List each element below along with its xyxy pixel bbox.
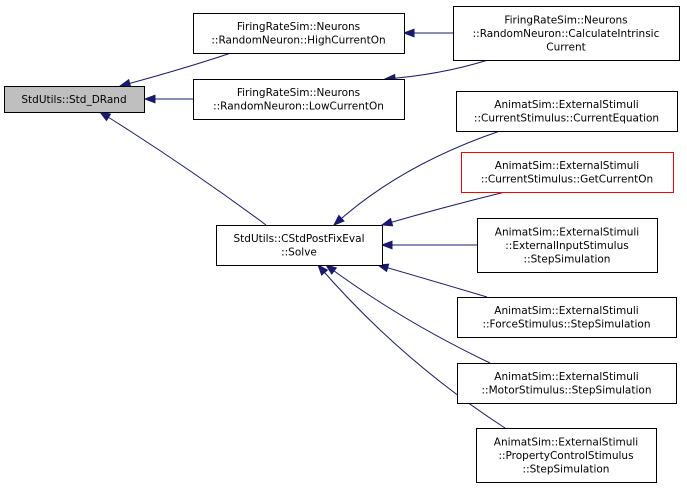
node-externalinput[interactable]: AnimatSim::ExternalStimuli::ExternalInpu…: [477, 218, 658, 273]
edge-motorstimulus-to-solve: [324, 264, 491, 364]
node-lowcurrenton[interactable]: FiringRateSim::Neurons::RandomNeuron::Lo…: [193, 79, 405, 120]
edge-line: [377, 264, 488, 298]
node-box: [457, 297, 677, 338]
node-label-line: ::PropertyControlStimulus: [498, 450, 633, 462]
arrowhead: [380, 217, 394, 227]
node-label-line: ::Solve: [281, 247, 317, 259]
node-label-line: AnimatSim::ExternalStimuli: [494, 305, 638, 317]
node-std_drand[interactable]: StdUtils::Std_DRand: [4, 86, 145, 113]
node-label-line: FiringRateSim::Neurons: [504, 14, 627, 26]
node-box: [193, 13, 405, 54]
node-box: [456, 91, 678, 132]
edge-propertycontrol-to-solve: [317, 263, 506, 429]
node-label-line: ::ExternalInputStimulus: [505, 240, 628, 252]
node-label-line: AnimatSim::ExternalStimuli: [495, 226, 639, 238]
node-box: [4, 86, 145, 113]
edge-getcurrenton-to-solve: [380, 191, 506, 227]
node-label-line: StdUtils::Std_DRand: [21, 94, 126, 106]
arrowhead: [402, 28, 415, 38]
edge-line: [333, 130, 501, 226]
node-motorstimulus[interactable]: AnimatSim::ExternalStimuli::MotorStimulu…: [457, 363, 677, 404]
node-calcintrinsic[interactable]: FiringRateSim::Neurons::RandomNeuron::Ca…: [453, 6, 680, 61]
node-currentequation[interactable]: AnimatSim::ExternalStimuli::CurrentStimu…: [456, 91, 678, 132]
node-box: [457, 363, 677, 404]
node-label-line: Current: [546, 41, 585, 53]
arrowhead: [380, 240, 393, 250]
arrowhead: [118, 78, 132, 88]
edge-line: [119, 52, 232, 87]
node-label-line: ::RandomNeuron::HighCurrentOn: [211, 35, 385, 47]
node-label-line: AnimatSim::ExternalStimuli: [494, 436, 638, 448]
edge-calcintrinsic-to-lowcurrenton: [383, 59, 489, 83]
nodes-layer: StdUtils::Std_DRand FiringRateSim::Neuron…: [4, 6, 680, 483]
node-label-line: ::RandomNeuron::LowCurrentOn: [213, 101, 384, 113]
edges-layer: [98, 28, 506, 429]
arrowhead: [143, 94, 156, 104]
node-label-line: FiringRateSim::Neurons: [237, 21, 360, 33]
node-label-line: ::RandomNeuron::CalculateIntrinsic: [473, 28, 660, 40]
node-label-line: StdUtils::CStdPostFixEval: [234, 233, 365, 245]
node-box: [216, 225, 383, 266]
node-label-line: AnimatSim::ExternalStimuli: [494, 371, 638, 383]
node-label-line: ::ForceStimulus::StepSimulation: [482, 319, 650, 331]
node-box: [477, 218, 658, 273]
arrowhead: [98, 111, 112, 122]
edge-solve-to-std_drand: [98, 111, 267, 226]
node-solve[interactable]: StdUtils::CStdPostFixEval::Solve: [216, 225, 383, 266]
arrowhead: [324, 264, 338, 275]
node-highcurrenton[interactable]: FiringRateSim::Neurons::RandomNeuron::Hi…: [193, 13, 405, 54]
edge-lowcurrenton-to-std_drand: [143, 94, 193, 104]
node-getcurrenton[interactable]: AnimatSim::ExternalStimuli::CurrentStimu…: [461, 152, 674, 193]
arrowhead: [332, 214, 345, 226]
edge-calcintrinsic-to-highcurrenton: [402, 28, 453, 38]
node-label-line: ::StepSimulation: [524, 253, 611, 265]
node-label-line: AnimatSim::ExternalStimuli: [494, 99, 638, 111]
node-box: [193, 79, 405, 120]
edge-line: [384, 59, 489, 80]
edge-forcestimulus-to-solve: [376, 263, 488, 298]
node-label-line: FiringRateSim::Neurons: [237, 87, 360, 99]
edge-line: [99, 111, 267, 226]
edge-line: [381, 191, 506, 226]
node-box: [453, 6, 680, 61]
node-forcestimulus[interactable]: AnimatSim::ExternalStimuli::ForceStimulu…: [457, 297, 677, 338]
node-box: [461, 152, 674, 193]
node-propertycontrol[interactable]: AnimatSim::ExternalStimuli::PropertyCont…: [476, 428, 657, 483]
node-label-line: ::CurrentStimulus::CurrentEquation: [474, 113, 659, 125]
edge-currentequation-to-solve: [332, 130, 501, 226]
edge-externalinput-to-solve: [380, 240, 477, 250]
node-label-line: AnimatSim::ExternalStimuli: [495, 160, 639, 172]
node-box: [476, 428, 657, 483]
edge-line: [317, 264, 506, 429]
node-label-line: ::MotorStimulus::StepSimulation: [482, 385, 652, 397]
arrowhead: [317, 263, 329, 276]
node-label-line: ::StepSimulation: [523, 463, 610, 475]
edge-line: [325, 264, 491, 364]
node-label-line: ::CurrentStimulus::GetCurrentOn: [481, 174, 653, 186]
